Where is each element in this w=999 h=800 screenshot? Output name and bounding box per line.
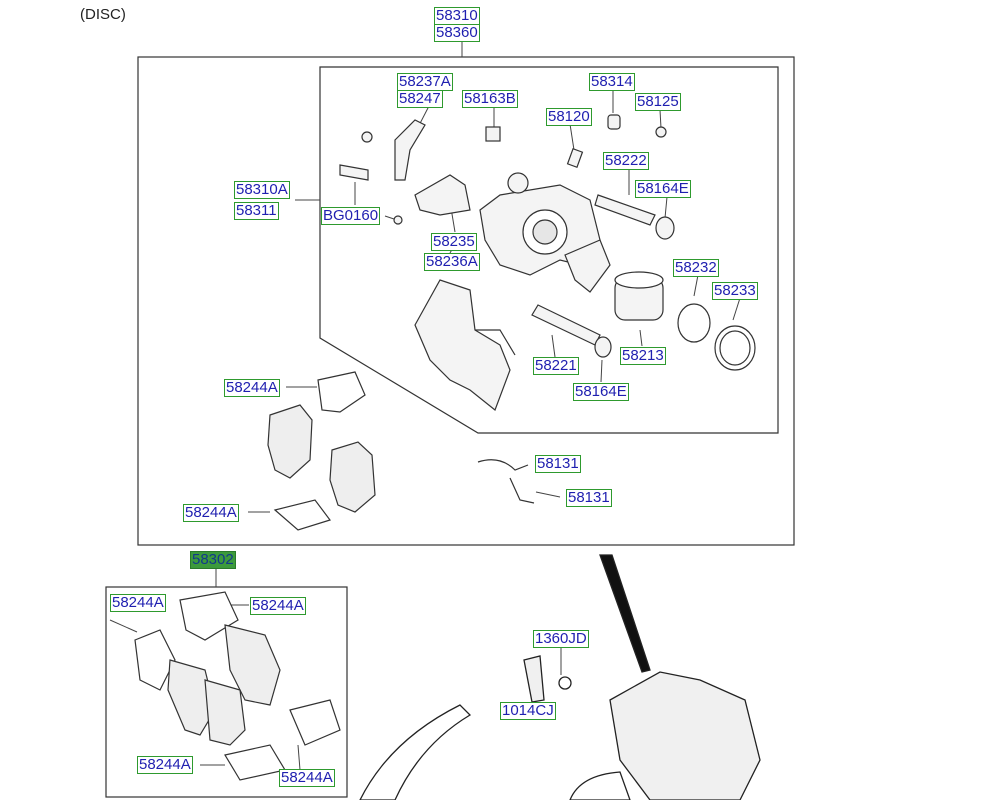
part-label-58233[interactable]: 58233 [712, 282, 758, 300]
part-label-58310a[interactable]: 58310A [234, 181, 290, 199]
part-label-58244a-upper[interactable]: 58244A [224, 379, 280, 397]
part-label-58164e-bottom[interactable]: 58164E [573, 383, 629, 401]
part-label-58163b[interactable]: 58163B [462, 90, 518, 108]
part-label-58360[interactable]: 58360 [434, 24, 480, 42]
part-label-58232[interactable]: 58232 [673, 259, 719, 277]
knuckle-assembly-drawing [359, 554, 761, 800]
part-label-bg0160[interactable]: BG0160 [321, 207, 381, 225]
part-label-58235[interactable]: 58235 [431, 233, 477, 251]
caliper-subframe [319, 66, 779, 434]
caliper-drawing [339, 114, 756, 411]
part-label-58244a-lower[interactable]: 58244A [183, 504, 239, 522]
part-label-58314[interactable]: 58314 [589, 73, 635, 91]
part-label-1360jd[interactable]: 1360JD [533, 630, 589, 648]
part-label-58244a-kit-br[interactable]: 58244A [279, 769, 335, 787]
pads-drawing [267, 371, 535, 531]
part-label-58131-upper[interactable]: 58131 [535, 455, 581, 473]
part-label-58310[interactable]: 58310 [434, 7, 480, 25]
part-label-58222[interactable]: 58222 [603, 152, 649, 170]
part-label-58244a-kit-tl[interactable]: 58244A [110, 594, 166, 612]
part-label-58247[interactable]: 58247 [397, 90, 443, 108]
part-label-58244a-kit-bl[interactable]: 58244A [137, 756, 193, 774]
part-label-58236a[interactable]: 58236A [424, 253, 480, 271]
outer-assembly-frame [137, 56, 795, 546]
part-label-1014cj[interactable]: 1014CJ [500, 702, 556, 720]
part-label-58131-lower[interactable]: 58131 [566, 489, 612, 507]
part-label-58213[interactable]: 58213 [620, 347, 666, 365]
part-label-58125[interactable]: 58125 [635, 93, 681, 111]
part-label-58244a-kit-tr[interactable]: 58244A [250, 597, 306, 615]
pad-kit-frame [105, 586, 348, 798]
part-label-58120[interactable]: 58120 [546, 108, 592, 126]
diagram-caption: (DISC) [80, 6, 126, 23]
part-label-58302-selected[interactable]: 58302 [190, 551, 236, 569]
leader-lines [109, 40, 741, 771]
part-label-58221[interactable]: 58221 [533, 357, 579, 375]
part-label-58164e-top[interactable]: 58164E [635, 180, 691, 198]
part-label-58237a[interactable]: 58237A [397, 73, 453, 91]
pad-kit-drawing [134, 591, 341, 781]
part-label-58311[interactable]: 58311 [234, 202, 279, 220]
